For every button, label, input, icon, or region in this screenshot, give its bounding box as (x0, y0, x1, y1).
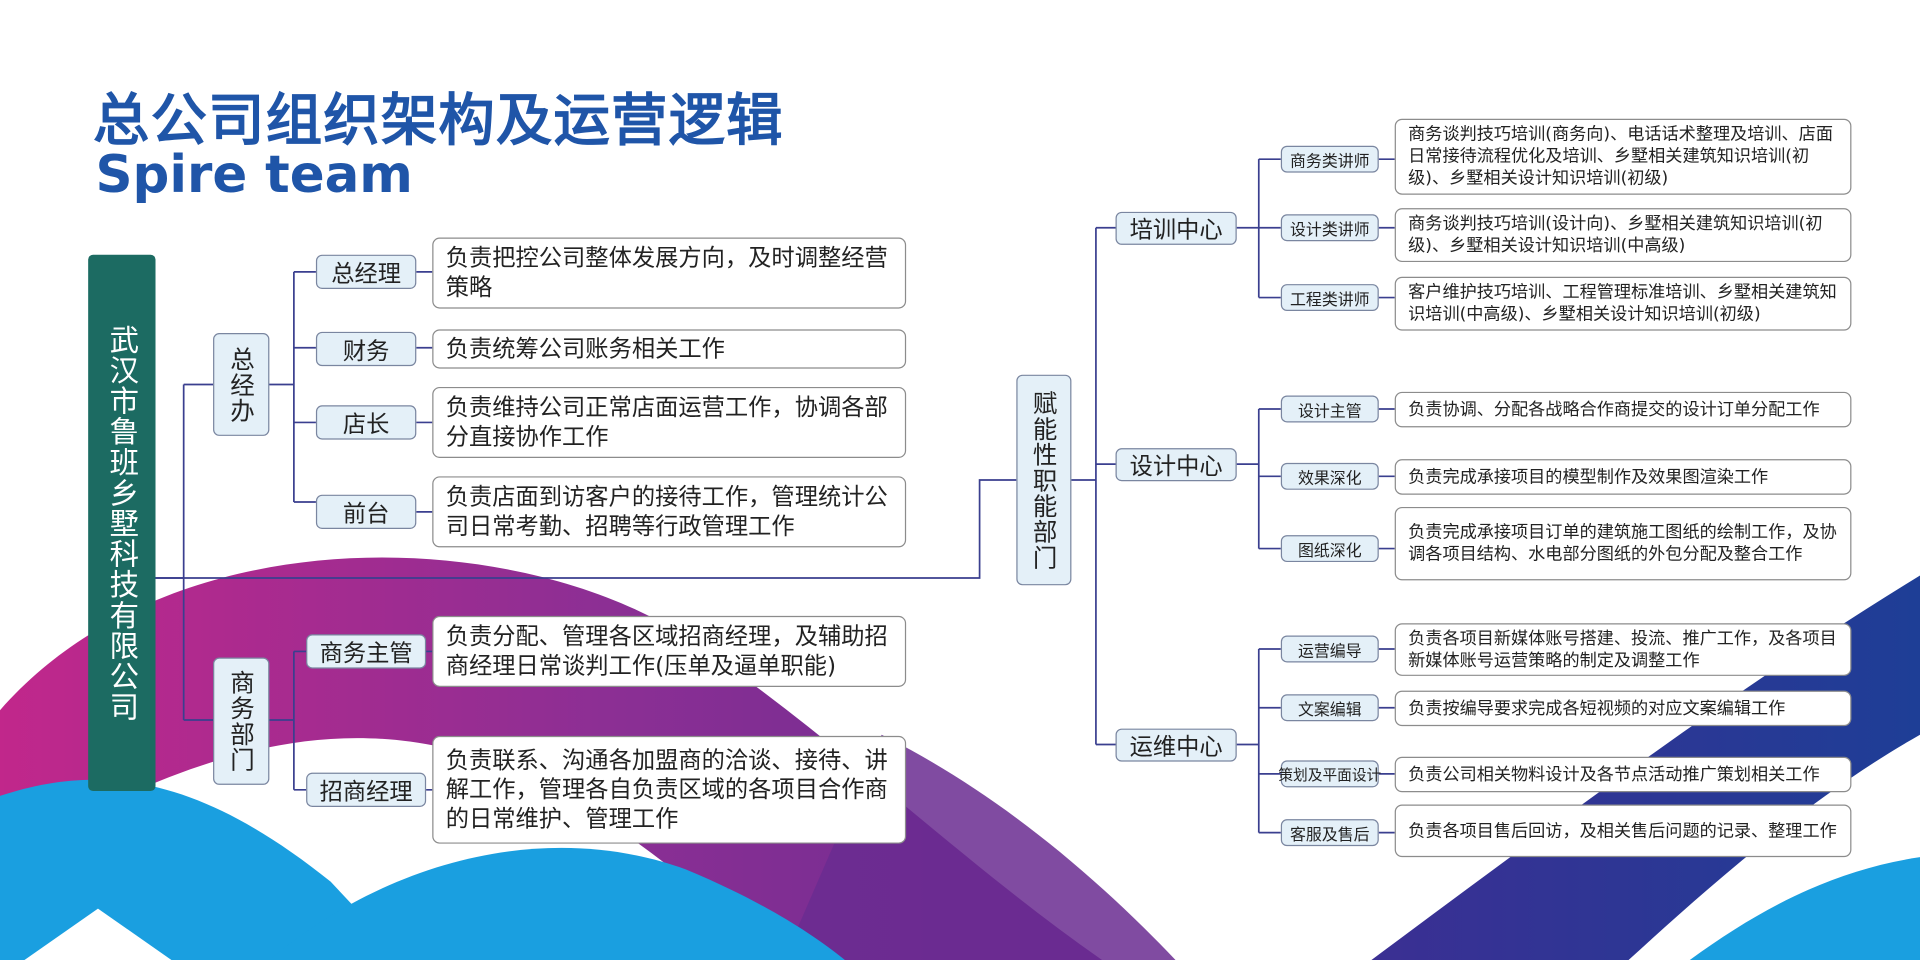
role-desc-drawings: 负责完成承接项目订单的建筑施工图纸的绘制工作，及协调各项目结构、水电部分图纸的外… (1394, 506, 1852, 581)
center-label: 培训中心 (1129, 216, 1223, 244)
role-desc-design-trainer: 商务谈判技巧培训(设计向)、乡墅相关建筑知识培训(初级)、乡墅相关设计知识培训(… (1394, 208, 1852, 263)
role-desc-text: 负责协调、分配各战略合作商提交的设计订单分配工作 (1408, 399, 1820, 420)
role-desc-business-trainer: 商务谈判技巧培训(商务向)、电话话术整理及培训、店面日常接待流程优化及培训、乡墅… (1394, 118, 1852, 195)
role-desc-text: 负责联系、沟通各加盟商的洽谈、接待、讲解工作，管理各自负责区域的各项目合作商的日… (445, 746, 888, 833)
center-node-training: 培训中心 (1115, 211, 1237, 245)
role-desc-text: 负责各项目售后回访，及相关售后问题的记录、整理工作 (1408, 821, 1837, 841)
role-desc-finance: 负责统筹公司账务相关工作 (432, 329, 907, 369)
role-node-rendering: 效果深化 (1280, 462, 1379, 490)
role-desc-business-supervisor: 负责分配、管理各区域招商经理，及辅助招商经理日常谈判工作(压单及逼单职能) (432, 615, 907, 687)
role-label: 效果深化 (1297, 469, 1362, 488)
role-desc-text: 商务谈判技巧培训(商务向)、电话话术整理及培训、店面日常接待流程优化及培训、乡墅… (1408, 124, 1833, 189)
role-node-business-trainer: 商务类讲师 (1280, 145, 1379, 173)
white-triangle (24, 908, 172, 960)
role-desc-store-manager: 负责维持公司正常店面运营工作，协调各部分直接协作工作 (432, 386, 907, 458)
role-desc-copy-editor: 负责按编导要求完成各短视频的对应文案编辑工作 (1394, 690, 1852, 727)
center-label: 运维中心 (1129, 733, 1223, 761)
role-label: 文案编辑 (1297, 701, 1362, 720)
role-desc-text: 负责按编导要求完成各短视频的对应文案编辑工作 (1408, 698, 1786, 719)
role-desc-text: 负责公司相关物料设计及各节点活动推广策划相关工作 (1408, 764, 1820, 785)
role-node-planning-graphic: 策划及平面设计 (1278, 760, 1382, 788)
role-desc-investment-manager: 负责联系、沟通各加盟商的洽谈、接待、讲解工作，管理各自负责区域的各项目合作商的日… (432, 735, 907, 844)
business-group-node: 商务部门 (213, 657, 270, 785)
role-label: 设计主管 (1297, 402, 1362, 421)
enablement-dept-label: 赋能性职能部门 (1028, 390, 1058, 571)
role-label: 前台 (342, 500, 390, 528)
role-label: 商务类讲师 (1289, 152, 1370, 171)
role-node-store-manager: 店长 (315, 405, 417, 440)
center-node-operations: 运维中心 (1115, 728, 1237, 762)
role-label: 运营编导 (1297, 642, 1362, 661)
role-desc-customer-service: 负责各项目售后回访，及相关售后问题的记录、整理工作 (1394, 804, 1852, 858)
center-node-design: 设计中心 (1115, 448, 1237, 482)
role-label: 总经理 (331, 260, 402, 288)
role-desc-rendering: 负责完成承接项目的模型制作及效果图渲染工作 (1394, 459, 1852, 495)
role-desc-text: 负责维持公司正常店面运营工作，协调各部分直接协作工作 (445, 394, 888, 451)
center-label: 设计中心 (1129, 453, 1223, 481)
role-label: 图纸深化 (1297, 541, 1362, 561)
role-label: 店长 (342, 410, 390, 438)
role-node-investment-manager: 招商经理 (306, 772, 427, 807)
company-name: 武汉市鲁班乡墅科技有限公司 (104, 323, 139, 722)
role-desc-text: 客户维护技巧培训、工程管理标准培训、乡墅相关建筑知识培训(中高级)、乡墅相关设计… (1408, 282, 1837, 325)
role-node-finance: 财务 (315, 331, 417, 367)
office-group-node: 总经办 (213, 333, 270, 436)
role-label: 设计类讲师 (1289, 221, 1370, 240)
role-desc-text: 商务谈判技巧培训(设计向)、乡墅相关建筑知识培训(初级)、乡墅相关设计知识培训(… (1408, 214, 1823, 256)
role-node-reception: 前台 (315, 494, 417, 529)
page-title: 总公司组织架构及运营逻辑 (93, 86, 784, 154)
role-node-engineering-trainer: 工程类讲师 (1280, 284, 1379, 312)
blue-ribbon-2 (269, 848, 845, 960)
role-desc-engineering-trainer: 客户维护技巧培训、工程管理标准培训、乡墅相关建筑知识培训(中高级)、乡墅相关设计… (1394, 276, 1852, 331)
role-node-ops-director: 运营编导 (1280, 635, 1379, 663)
role-label: 财务 (342, 337, 390, 365)
role-desc-text: 负责各项目新媒体账号搭建、投流、推广工作，及各项目新媒体账号运营策略的制定及调整… (1408, 628, 1837, 671)
office-group-label: 总经办 (225, 345, 256, 424)
role-desc-text: 负责把控公司整体发展方向，及时调整经营策略 (445, 244, 888, 302)
enablement-dept-node: 赋能性职能部门 (1016, 374, 1072, 586)
role-node-customer-service: 客服及售后 (1280, 819, 1379, 847)
blue-corner (1689, 857, 1920, 960)
page-subtitle: Spire team (95, 144, 413, 205)
role-node-design-supervisor: 设计主管 (1280, 395, 1379, 423)
role-desc-text: 负责分配、管理各区域招商经理，及辅助招商经理日常谈判工作(压单及逼单职能) (445, 623, 888, 680)
role-desc-general-manager: 负责把控公司整体发展方向，及时调整经营策略 (432, 237, 907, 309)
business-group-label: 商务部门 (225, 669, 256, 773)
role-desc-ops-director: 负责各项目新媒体账号搭建、投流、推广工作，及各项目新媒体账号运营策略的制定及调整… (1394, 623, 1852, 676)
role-desc-design-supervisor: 负责协调、分配各战略合作商提交的设计订单分配工作 (1394, 391, 1852, 428)
role-node-copy-editor: 文案编辑 (1280, 694, 1379, 722)
role-desc-reception: 负责店面到访客户的接待工作，管理统计公司日常考勤、招聘等行政管理工作 (432, 476, 907, 548)
role-desc-text: 负责统筹公司账务相关工作 (445, 335, 725, 363)
role-node-business-supervisor: 商务主管 (306, 634, 427, 669)
role-desc-planning-graphic: 负责公司相关物料设计及各节点活动推广策划相关工作 (1394, 756, 1852, 793)
role-node-drawings: 图纸深化 (1280, 535, 1379, 563)
role-node-general-manager: 总经理 (315, 254, 417, 289)
role-label: 客服及售后 (1289, 825, 1370, 845)
role-label: 策划及平面设计 (1278, 765, 1382, 784)
role-label: 工程类讲师 (1289, 290, 1370, 310)
role-label: 招商经理 (319, 778, 413, 806)
role-desc-text: 负责完成承接项目订单的建筑施工图纸的绘制工作，及协调各项目结构、水电部分图纸的外… (1408, 522, 1837, 565)
role-node-design-trainer: 设计类讲师 (1280, 214, 1379, 242)
role-label: 商务主管 (319, 639, 413, 667)
role-desc-text: 负责完成承接项目的模型制作及效果图渲染工作 (1408, 467, 1769, 487)
role-desc-text: 负责店面到访客户的接待工作，管理统计公司日常考勤、招聘等行政管理工作 (445, 483, 888, 541)
company-root-node: 武汉市鲁班乡墅科技有限公司 (88, 254, 156, 792)
